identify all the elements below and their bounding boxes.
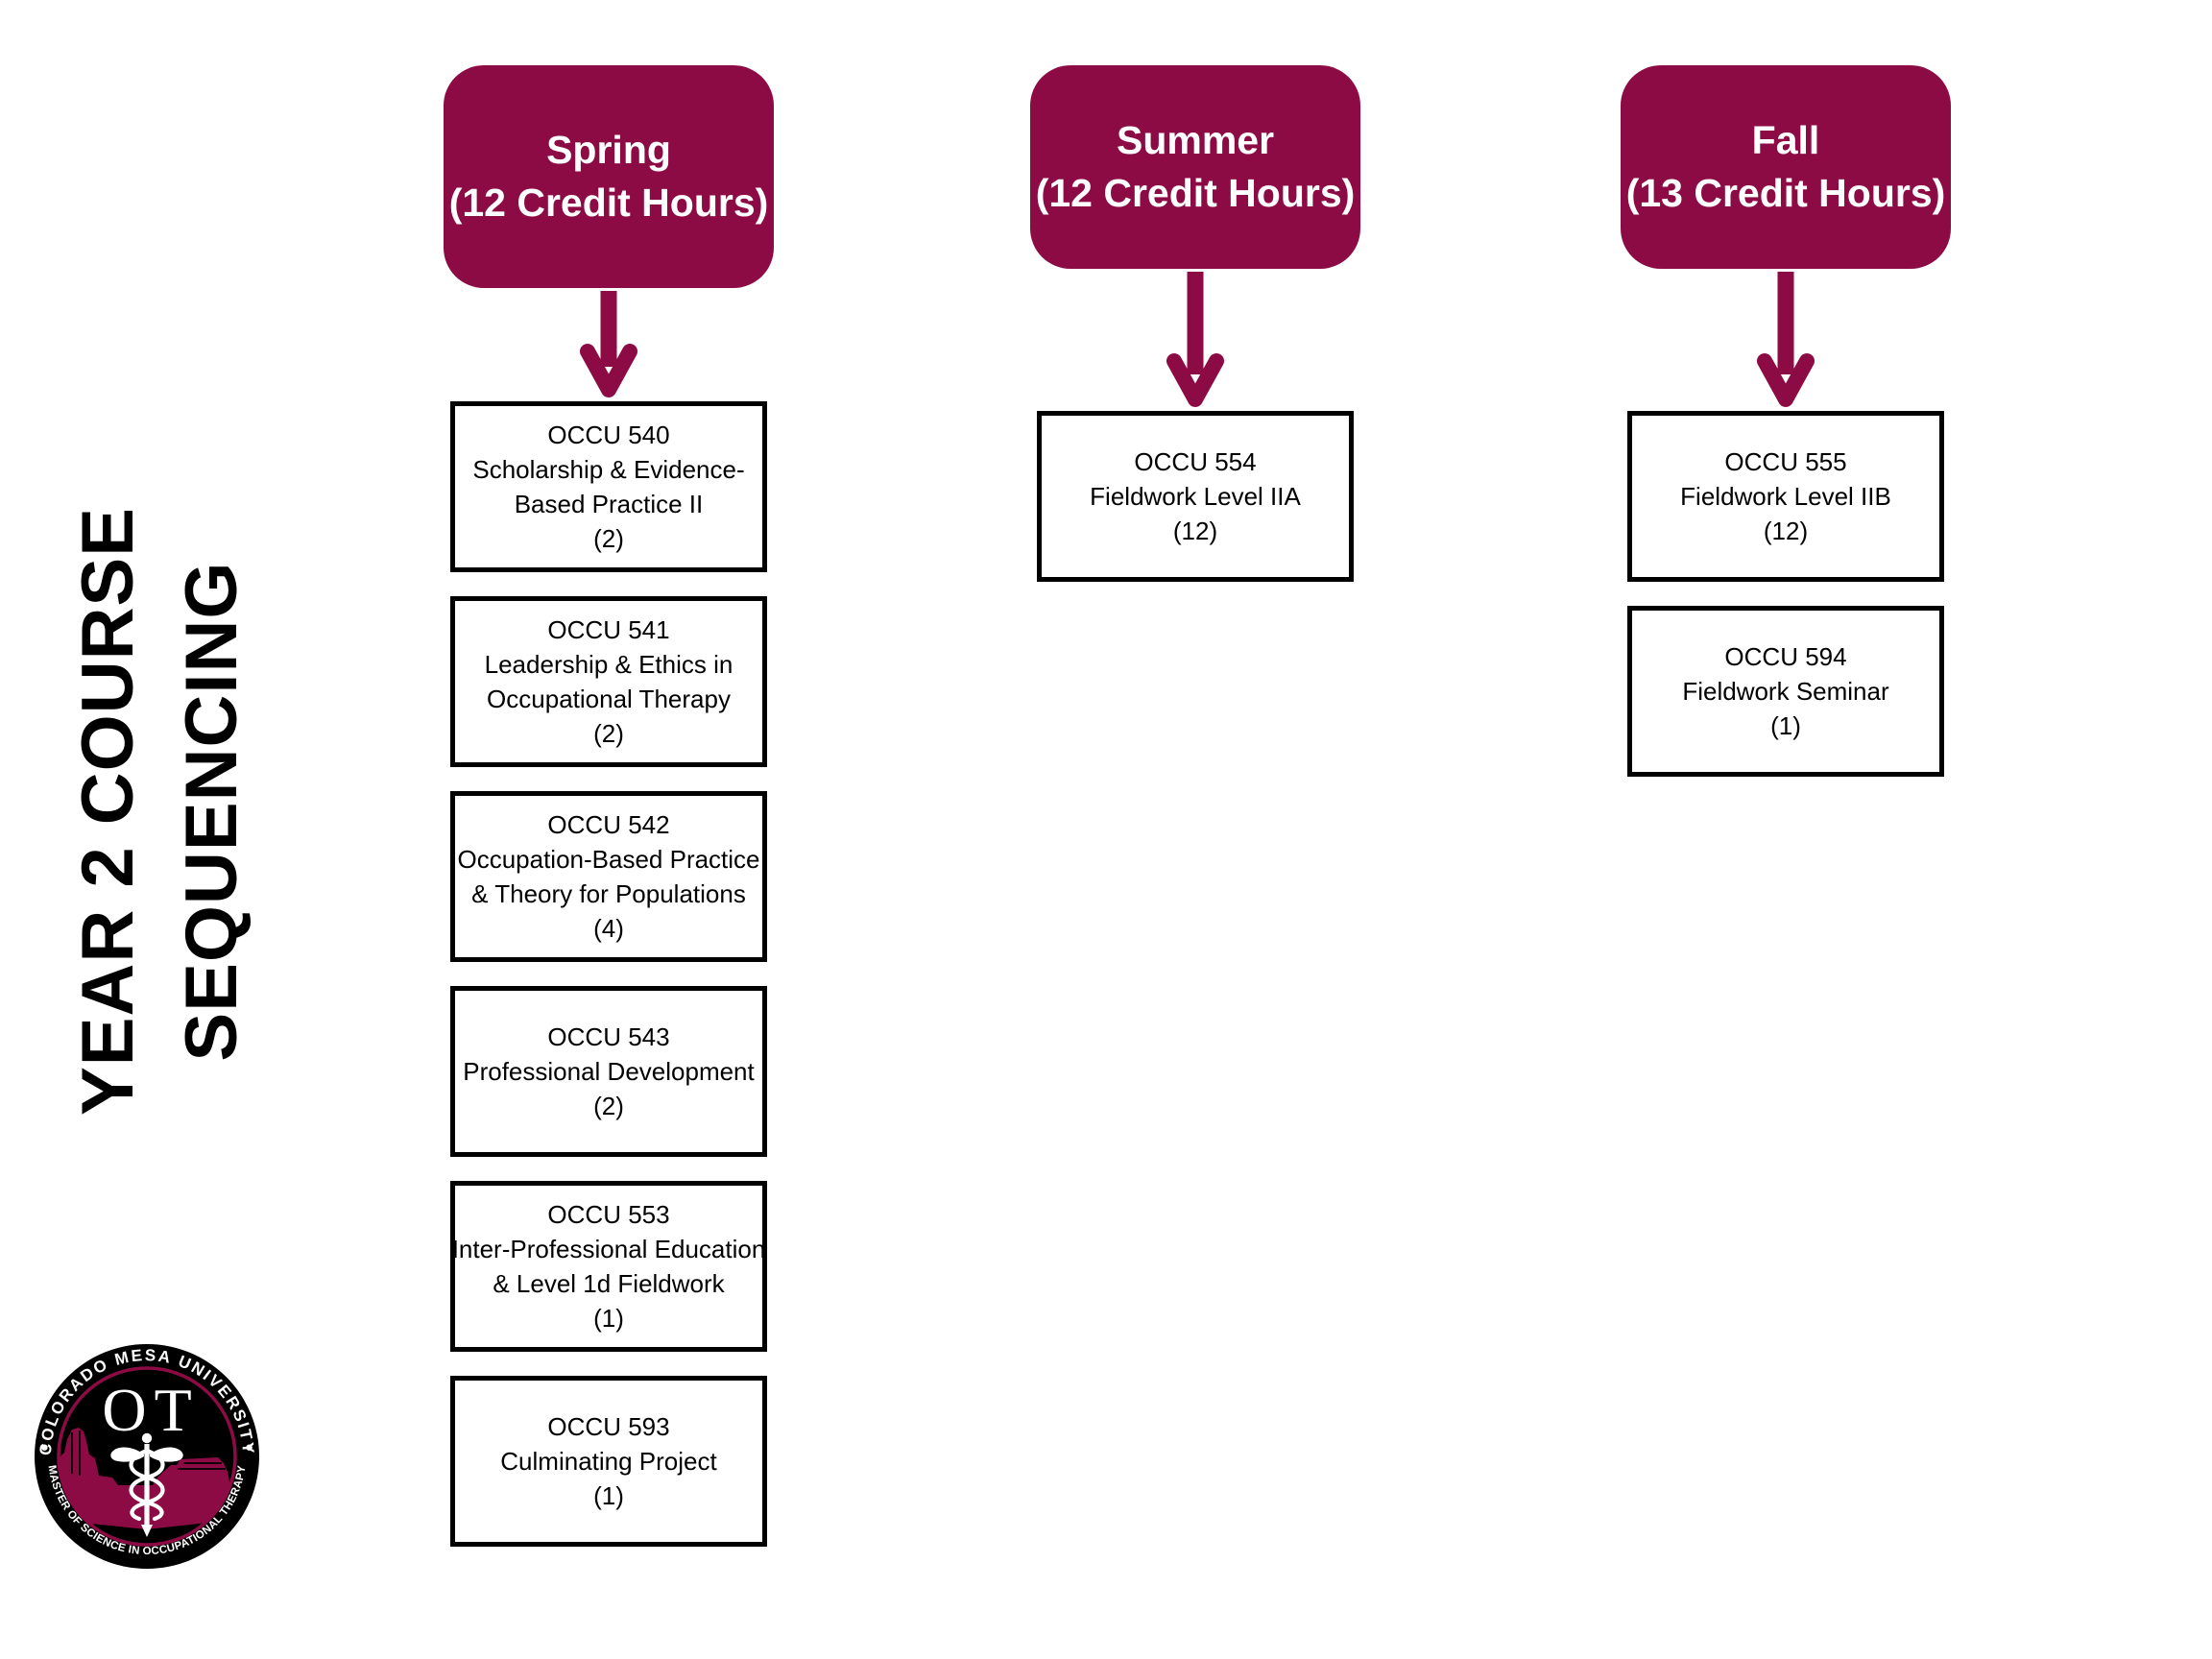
course-occu-543: OCCU 543 Professional Development (2): [450, 986, 767, 1157]
course-title: Leadership & Ethics in: [484, 650, 733, 679]
spring-header: Spring (12 Credit Hours): [444, 65, 774, 288]
course-credits: (2): [593, 524, 624, 553]
column-summer: Summer (12 Credit Hours) OCCU 554 Fieldw…: [1030, 65, 1360, 582]
course-credits: (12): [1172, 517, 1218, 545]
course-occu-541: OCCU 541 Leadership & Ethics in Occupati…: [450, 596, 767, 767]
down-arrow-icon: [580, 291, 637, 397]
course-occu-553: OCCU 553 Inter-Professional Education & …: [450, 1181, 767, 1352]
page-title-line2: SEQUENCING: [171, 561, 252, 1062]
course-credits: (1): [1770, 711, 1801, 740]
fall-header-term: Fall: [1751, 118, 1820, 162]
summer-header-term: Summer: [1116, 118, 1275, 162]
course-code: OCCU 594: [1724, 642, 1847, 671]
course-title: Occupational Therapy: [487, 685, 731, 713]
course-title: Scholarship & Evidence-: [472, 455, 745, 484]
spring-header-credits: (12 Credit Hours): [448, 180, 769, 225]
course-title: Inter-Professional Education: [451, 1235, 766, 1263]
course-credits: (2): [593, 1092, 624, 1120]
logo-right-dot: [246, 1444, 252, 1451]
course-credits: (1): [593, 1481, 624, 1510]
cmu-ot-logo: COLORADO MESA UNIVERSITY MASTER OF SCIEN…: [35, 1344, 259, 1569]
course-credits: (2): [593, 719, 624, 748]
caduceus-icon: [110, 1432, 183, 1537]
fall-header-credits: (13 Credit Hours): [1625, 171, 1946, 215]
course-occu-554: OCCU 554 Fieldwork Level IIA (12): [1037, 411, 1354, 582]
course-title: & Theory for Populations: [471, 879, 746, 908]
course-title: Professional Development: [463, 1057, 755, 1086]
course-title: & Level 1d Fieldwork: [493, 1269, 725, 1298]
summer-header-credits: (12 Credit Hours): [1035, 171, 1356, 215]
course-title: Fieldwork Seminar: [1682, 677, 1889, 706]
course-code: OCCU 553: [547, 1200, 670, 1229]
course-title: Culminating Project: [500, 1447, 717, 1476]
page-title: YEAR 2 COURSE SEQUENCING: [52, 507, 269, 1116]
course-credits: (4): [593, 914, 624, 943]
course-code: OCCU 542: [547, 810, 670, 839]
column-fall: Fall (13 Credit Hours) OCCU 555 Fieldwor…: [1621, 65, 1951, 777]
course-occu-593: OCCU 593 Culminating Project (1): [450, 1376, 767, 1547]
summer-header: Summer (12 Credit Hours): [1030, 65, 1360, 269]
course-title: Fieldwork Level IIA: [1090, 482, 1301, 511]
down-arrow-icon: [1166, 272, 1224, 407]
logo-inner-ring: [57, 1366, 237, 1547]
course-code: OCCU 543: [547, 1022, 670, 1051]
course-credits: (12): [1763, 517, 1809, 545]
mesa-graphic: [60, 1428, 231, 1529]
course-title: Based Practice II: [514, 490, 704, 518]
spring-header-term: Spring: [546, 128, 671, 172]
column-spring: Spring (12 Credit Hours) OCCU 540 Schola…: [444, 65, 774, 1547]
logo-left-dot: [41, 1444, 48, 1451]
down-arrow-icon: [1757, 272, 1815, 407]
course-title: Fieldwork Level IIB: [1680, 482, 1891, 511]
course-code: OCCU 541: [547, 615, 670, 644]
course-occu-542: OCCU 542 Occupation-Based Practice & The…: [450, 791, 767, 962]
course-title: Occupation-Based Practice: [457, 845, 760, 874]
course-code: OCCU 555: [1724, 447, 1847, 476]
fall-header: Fall (13 Credit Hours): [1621, 65, 1951, 269]
page-title-line1: YEAR 2 COURSE: [67, 507, 149, 1116]
mesa-detail-lines: [71, 1431, 226, 1476]
course-occu-555: OCCU 555 Fieldwork Level IIB (12): [1627, 411, 1944, 582]
course-occu-594: OCCU 594 Fieldwork Seminar (1): [1627, 606, 1944, 777]
course-credits: (1): [593, 1304, 624, 1333]
course-code: OCCU 554: [1134, 447, 1257, 476]
course-code: OCCU 593: [547, 1412, 670, 1441]
course-code: OCCU 540: [547, 421, 670, 449]
course-occu-540: OCCU 540 Scholarship & Evidence- Based P…: [450, 401, 767, 572]
logo-monogram: OT: [102, 1376, 199, 1444]
